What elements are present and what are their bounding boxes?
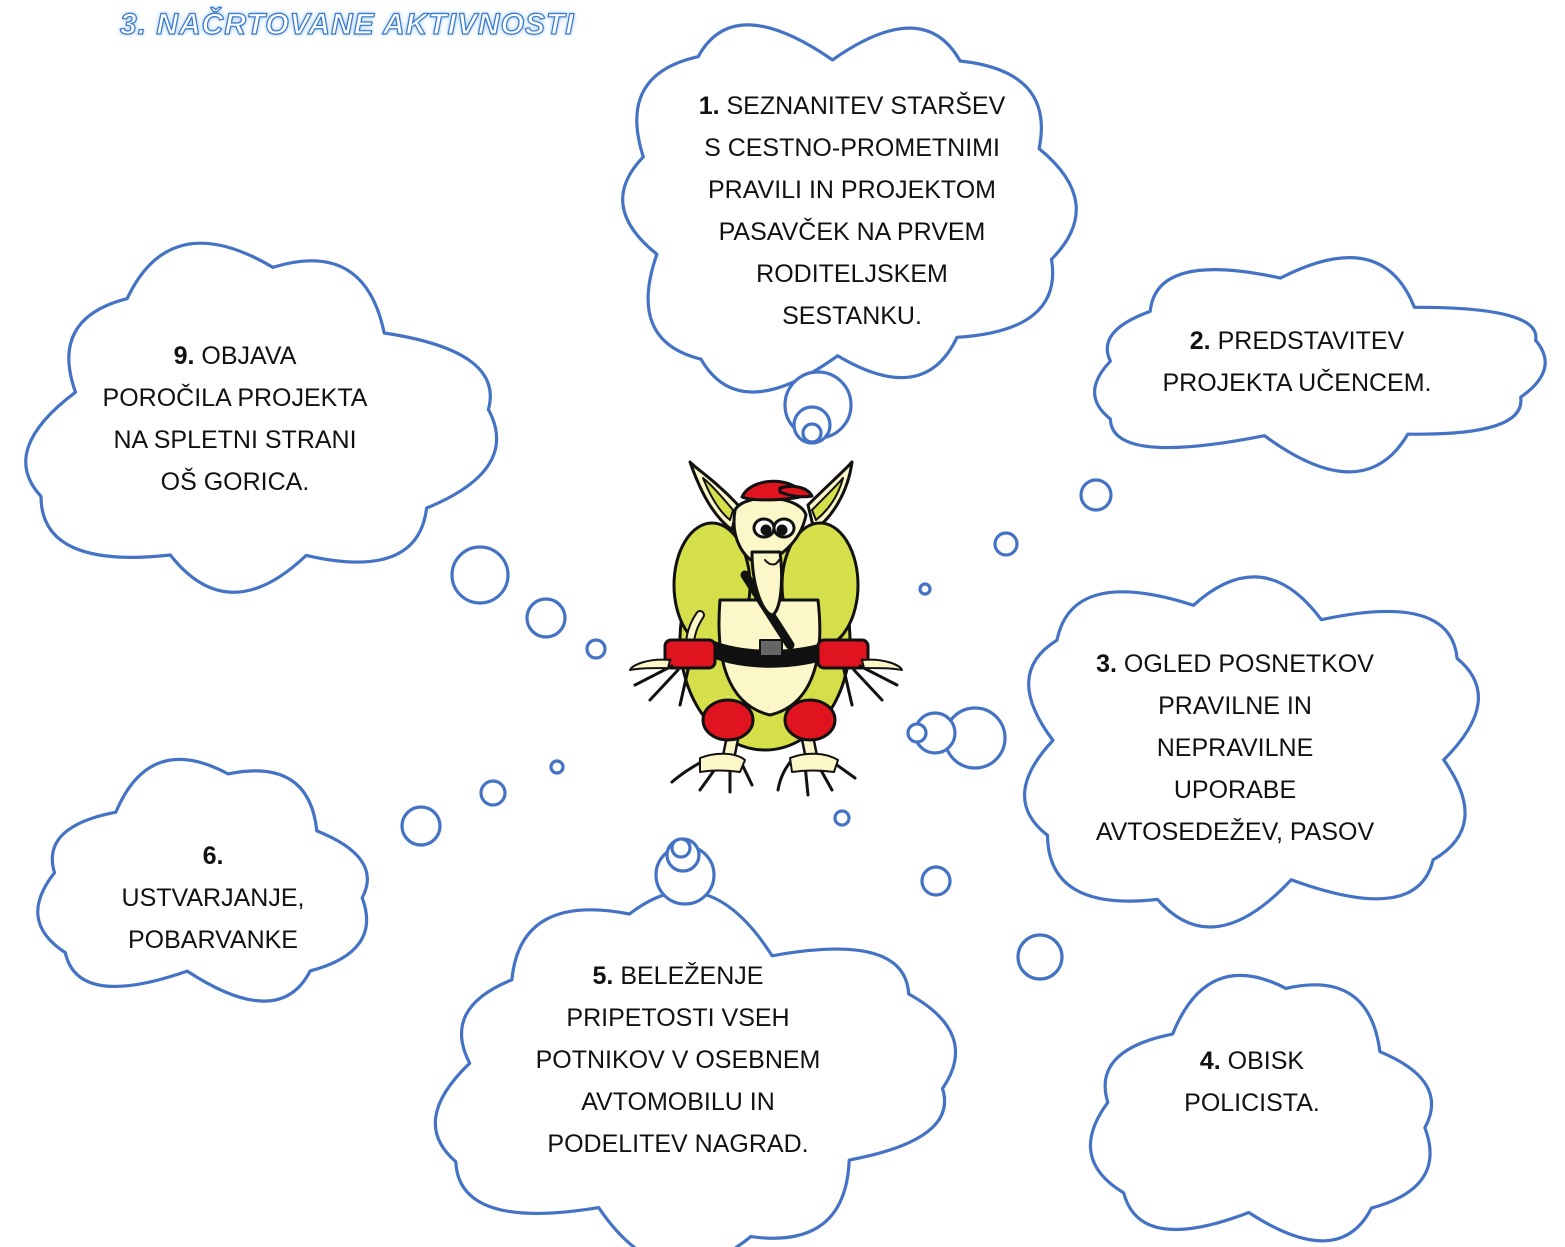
thought-bubble — [549, 759, 565, 775]
activity-text-line: NEPRAVILNE — [1156, 734, 1314, 762]
cloud-layer — [24, 23, 1547, 1247]
activity-cloud-2 — [1093, 256, 1547, 474]
activity-text-line: NA SPLETNI STRANI — [113, 426, 357, 454]
thought-bubble — [801, 422, 823, 444]
thought-bubble — [993, 531, 1019, 557]
activity-text-line: 9. OBJAVA — [173, 342, 297, 370]
activity-text-line: 5. BELEŽENJE — [592, 962, 764, 990]
activity-text-line: USTVARJANJE, — [121, 884, 305, 912]
activity-text-line: 2. PREDSTAVITEV — [1189, 327, 1405, 355]
activity-text-line: PRAVILI IN PROJEKTOM — [707, 176, 997, 204]
activity-6-text: 6. USTVARJANJE, POBARVANKE — [98, 835, 328, 961]
activity-text-line: S CESTNO-PROMETNIMI — [704, 134, 1000, 162]
thought-bubble — [670, 837, 692, 859]
activity-text-line: RODITELJSKEM — [756, 260, 948, 288]
activity-text-line: PRIPETOSTI VSEH — [566, 1004, 790, 1032]
activity-number: 3. — [1096, 650, 1117, 678]
activity-cloud-4 — [1088, 973, 1434, 1243]
activity-text-line: PRAVILNE IN — [1158, 692, 1312, 720]
activity-number: 5. — [592, 962, 614, 990]
thought-bubble — [906, 722, 928, 744]
activity-text-line: 3. OGLED POSNETKOV — [1096, 650, 1374, 678]
activity-cloud-6 — [36, 757, 369, 1003]
thought-bubble — [585, 638, 607, 660]
thought-bubble — [525, 597, 567, 639]
activity-text-line: POBARVANKE — [128, 926, 298, 954]
page-title: 3. NAČRTOVANE AKTIVNOSTI — [119, 7, 575, 41]
activity-9-text: 9. OBJAVA POROČILA PROJEKTA NA SPLETNI STR… — [85, 335, 385, 503]
thought-bubble — [479, 779, 507, 807]
thought-bubble — [1016, 933, 1064, 981]
activity-text-line: 6. — [98, 835, 328, 877]
activity-text-line: POTNIKOV V OSEBNEM — [535, 1046, 821, 1074]
activity-number: 6. — [202, 842, 224, 870]
activity-text-line: PASAVČEK NA PRVEM — [718, 218, 986, 246]
activity-text-line: AVTOSEDEŽEV, PASOV — [1095, 818, 1375, 846]
activity-text-line: PODELITEV NAGRAD. — [547, 1130, 809, 1158]
activity-cloud-1 — [621, 23, 1078, 394]
activity-text-line: 4. OBISK — [1199, 1047, 1305, 1075]
thought-bubble — [920, 865, 952, 897]
activity-1-text: 1. SEZNANITEV STARŠEV S CESTNO-PROMETNIMI… — [672, 85, 1032, 337]
activity-number: 2. — [1189, 327, 1211, 355]
activity-2-text: 2. PREDSTAVITEV PROJEKTA UČENCEM. — [1137, 320, 1457, 404]
activity-text-line: POROČILA PROJEKTA — [102, 384, 368, 412]
activity-5-text: 5. BELEŽENJE PRIPETOSTI VSEH POTNIKOV V OS… — [498, 955, 858, 1165]
activity-4-text: 4. OBISK POLICISTA. — [1122, 1040, 1382, 1124]
thought-bubble — [1079, 478, 1113, 512]
thought-bubble — [400, 805, 442, 847]
activity-text-line: SESTANKU. — [782, 302, 922, 330]
activity-text-line: AVTOMOBILU IN — [581, 1088, 775, 1116]
armadillo-pasavcek-mascot-icon — [629, 460, 903, 797]
activity-number: 9. — [173, 342, 195, 370]
activity-text-line: 1. SEZNANITEV STARŠEV — [698, 92, 1006, 120]
activity-text-line: POLICISTA. — [1184, 1089, 1320, 1117]
thought-bubble-layer — [400, 370, 1113, 981]
activity-text-line: UPORABE — [1173, 776, 1297, 804]
activity-text-line: OŠ GORICA. — [160, 468, 310, 496]
activity-3-text: 3. OGLED POSNETKOV PRAVILNE IN NEPRAVILNE U… — [1070, 643, 1400, 853]
activity-cloud-9 — [24, 241, 499, 594]
activity-number: 1. — [698, 92, 720, 120]
activity-number: 4. — [1199, 1047, 1221, 1075]
activity-text-line: PROJEKTA UČENCEM. — [1162, 369, 1432, 397]
thought-bubble — [918, 582, 932, 596]
thought-bubble — [450, 545, 510, 605]
thought-bubble — [833, 809, 851, 827]
activity-cloud-5 — [433, 890, 958, 1247]
activity-cloud-3 — [1023, 575, 1480, 929]
